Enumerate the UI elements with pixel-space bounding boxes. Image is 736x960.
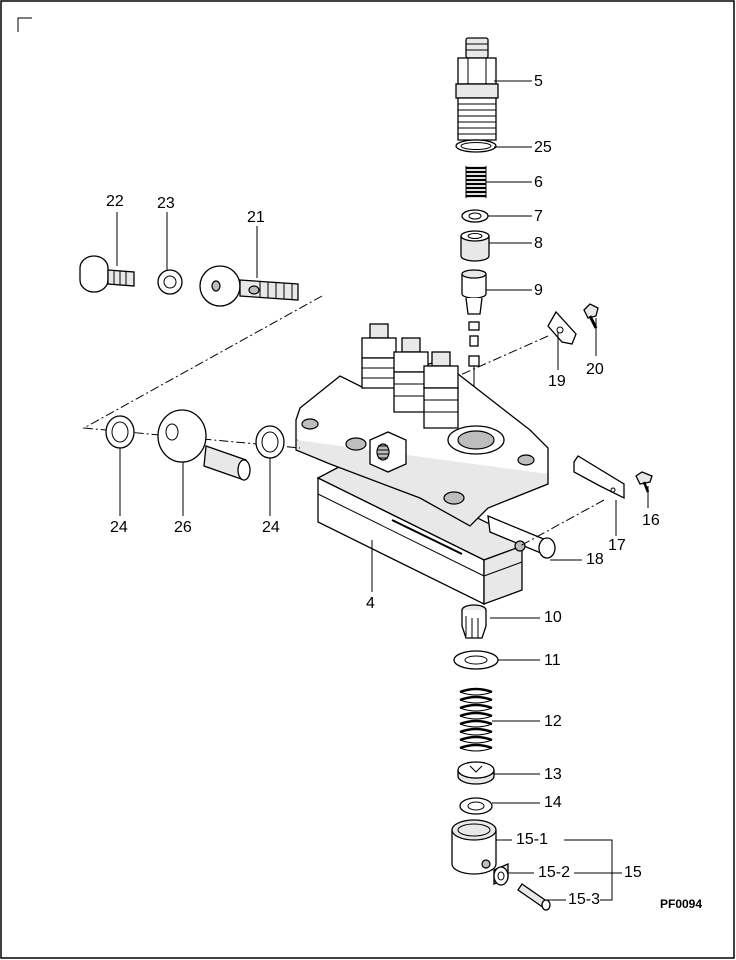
part-4-pump-housing [295,323,549,606]
callout-22: 22 [106,193,124,210]
part-16-screw [635,471,653,493]
callout-14: 14 [544,794,562,811]
housing-outlet-1 [361,323,397,389]
part-24-washer-left [105,415,135,449]
part-9-delivery-valve [461,269,487,367]
callout-25: 25 [534,139,552,156]
part-5-delivery-valve-holder [455,37,499,141]
callout-15-2: 15-2 [538,864,571,881]
part-15-2-roller [493,863,509,886]
callout-4: 4 [366,595,375,612]
callout-21: 21 [247,209,265,226]
callout-24-left: 24 [110,519,128,536]
callout-24-right: 24 [262,519,280,536]
callout-11: 11 [544,652,561,669]
callout-23: 23 [157,195,175,212]
part-15-1-tappet [451,819,497,875]
part-15-3-pin [517,883,551,911]
housing-outlet-3 [423,351,459,429]
part-11-washer [453,650,499,670]
callout-19: 19 [548,373,566,390]
part-20-screw [583,303,599,329]
callout-20: 20 [586,361,604,378]
callout-26: 26 [174,519,192,536]
part-26-banjo-fitting [157,409,251,481]
part-19-clamp [547,310,577,345]
corner-mark [17,17,32,32]
part-17-plate [573,455,625,500]
callout-6: 6 [534,174,543,191]
part-8-valve-seat [460,230,490,262]
part-14-washer [459,797,493,815]
callout-12: 12 [544,713,562,730]
part-7-gasket [461,209,489,223]
part-25-o-ring [455,139,497,153]
callout-5: 5 [534,73,543,90]
part-23-washer [157,269,183,295]
callout-10: 10 [544,609,562,626]
callout-17: 17 [608,537,626,554]
callout-15-1: 15-1 [516,831,549,848]
housing-outlet-2 [393,337,429,413]
callout-18: 18 [586,551,604,568]
callout-7: 7 [534,208,543,225]
part-24-washer-right [255,425,285,459]
part-6-spring [465,166,487,198]
part-21-eye-bolt [199,265,299,307]
part-13-spring-seat [457,761,495,785]
part-22-bolt [79,255,135,293]
callout-15-3: 15-3 [568,891,601,908]
callout-15: 15 [624,864,642,881]
part-12-spring [459,687,493,752]
leader-lines [116,80,649,901]
part-10-plunger-barrel [461,604,487,639]
callout-13: 13 [544,766,562,783]
callout-8: 8 [534,235,543,252]
callout-16: 16 [642,512,660,529]
part-18-control-rod [487,514,556,559]
callout-9: 9 [534,282,543,299]
drawing-code: PF0094 [660,897,703,911]
